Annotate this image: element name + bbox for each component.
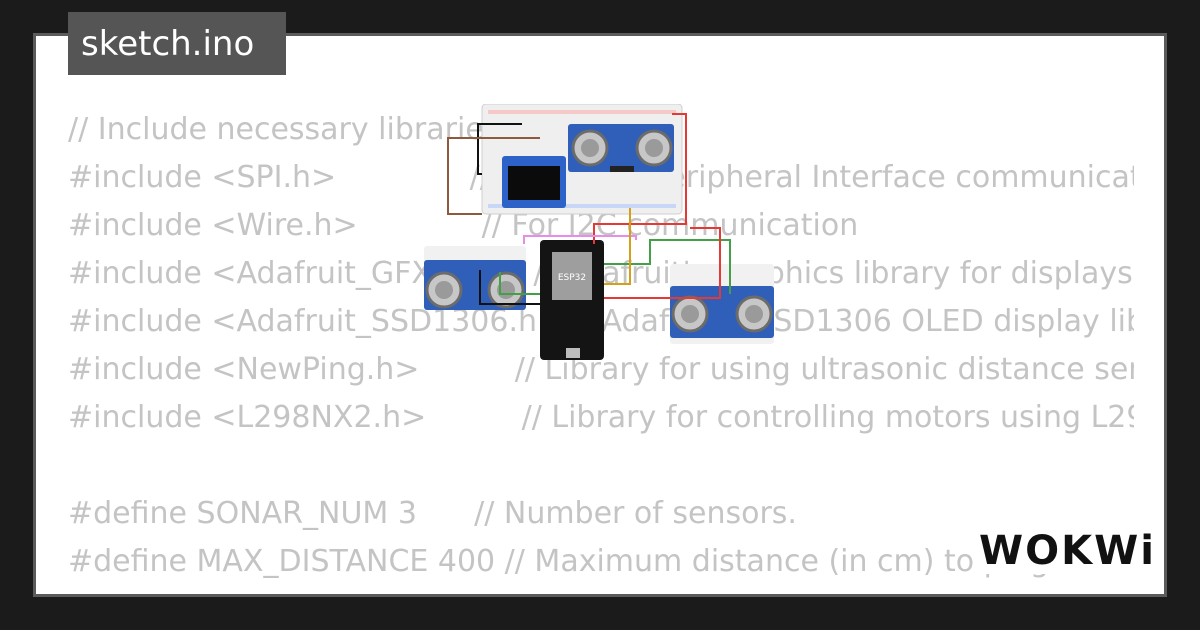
- mcu-label: ESP32: [558, 273, 586, 283]
- wires: [447, 113, 731, 305]
- wire-brown: [447, 137, 540, 215]
- oled-display: [502, 156, 566, 208]
- wokwi-logo: WOKWi: [975, 528, 1160, 574]
- ultrasonic-sensor-left: [424, 246, 526, 310]
- wire-red-right: [604, 227, 721, 299]
- code-line: #include <NewPing.h> // Library for usin…: [68, 352, 1134, 387]
- wire-black-left: [479, 270, 540, 305]
- wire-red-top: [593, 113, 687, 244]
- esp32-board: ESP32: [540, 240, 604, 360]
- ultrasonic-sensor-right: [670, 264, 774, 344]
- code-line: [68, 442, 1134, 490]
- wire-green-right: [604, 239, 731, 294]
- wire-black: [477, 123, 522, 175]
- wire-green-left: [499, 272, 540, 295]
- wire-yellow: [604, 208, 631, 285]
- code-line: // Include necessary libraries: [68, 112, 500, 147]
- ultrasonic-sensor-top: [568, 124, 674, 172]
- file-tab-label: sketch.ino: [81, 23, 255, 64]
- code-line: #include <L298NX2.h> // Library for cont…: [68, 400, 1134, 435]
- circuit-diagram: ESP32: [424, 104, 774, 360]
- wire-pink: [523, 235, 637, 244]
- code-line: NewPing sonar[SONAR_NUM] = { // Sensor o…: [68, 586, 1134, 594]
- file-tab[interactable]: sketch.ino: [68, 12, 286, 75]
- code-line: #define SONAR_NUM 3 // Number of sensors…: [68, 496, 797, 531]
